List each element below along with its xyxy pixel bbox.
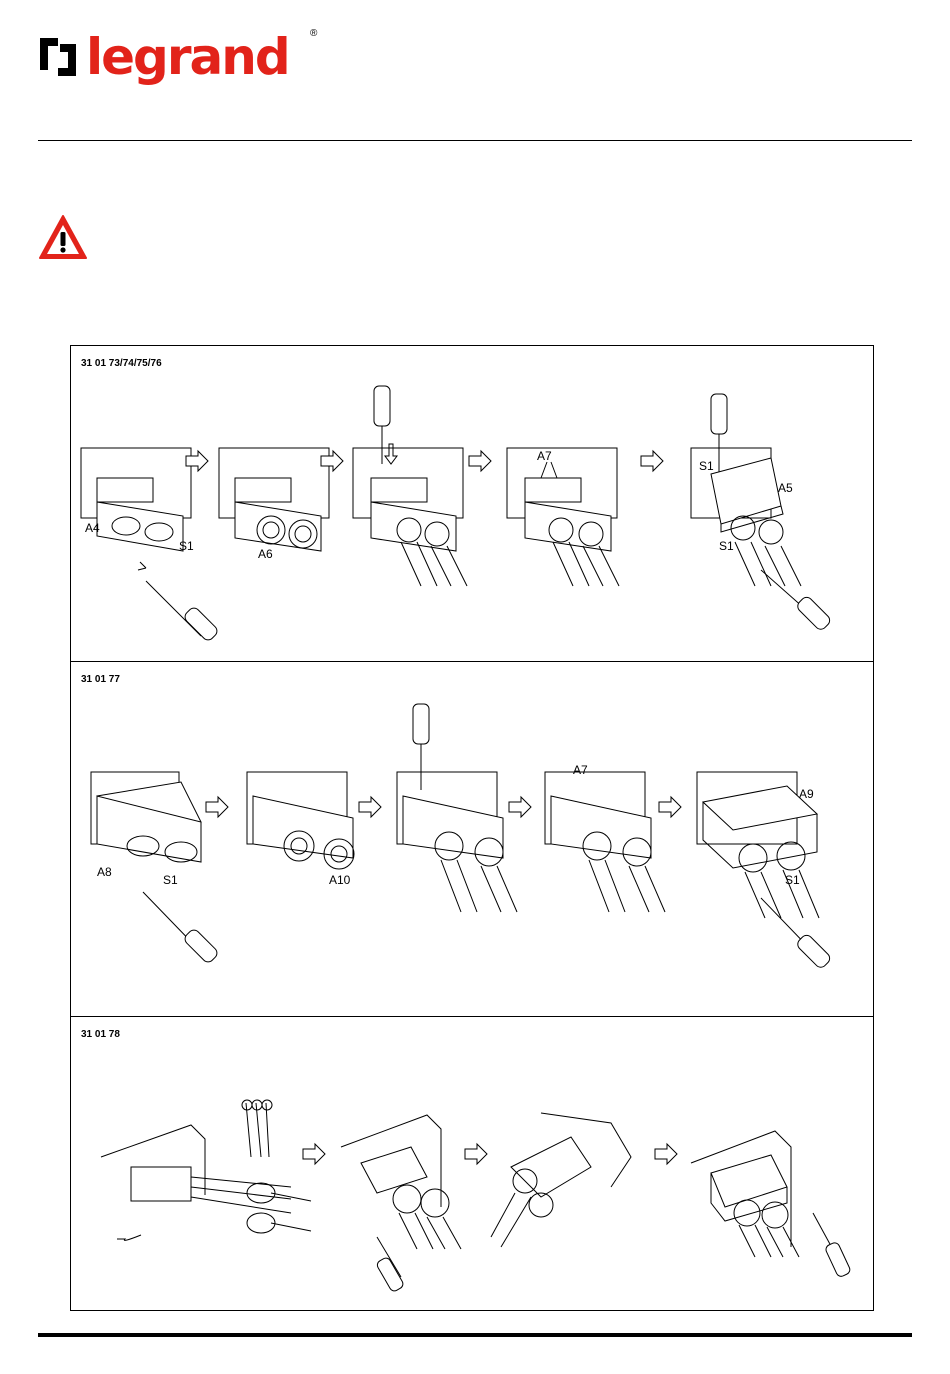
step-2-drawing [247,772,354,869]
section-310173-76: 31 01 73/74/75/76 [71,346,873,661]
warning-triangle-icon [38,213,88,261]
step-3-drawing [397,704,517,912]
step-4-drawing [691,1131,851,1278]
assembly-steps-illustration [71,1017,873,1310]
footer-divider [38,1333,912,1337]
section-310177: 31 01 77 [71,661,873,1016]
brand-name: legrand [86,32,289,82]
label-a7: A7 [573,763,588,777]
step-1-drawing [81,448,219,642]
label-s1-right: S1 [785,873,800,887]
section-310178: 31 01 78 [71,1016,873,1310]
step-4-drawing [545,772,665,912]
label-a8: A8 [97,865,112,879]
label-a10: A10 [329,873,351,887]
step-5-drawing [697,772,832,970]
label-s1: S1 [163,873,178,887]
registered-mark: ® [310,28,317,39]
label-a9: A9 [799,787,814,801]
label-a5: A5 [778,481,793,495]
legrand-logo-mark-icon [38,34,78,80]
label-a7: A7 [537,449,552,463]
step-3-drawing [353,386,467,586]
label-s1-top: S1 [699,459,714,473]
assembly-steps-illustration: A4 S1 A6 A7 S1 A5 S1 [71,346,873,660]
step-3-drawing [491,1113,631,1247]
header-divider [38,140,912,141]
step-5-drawing [691,394,832,632]
step-4-drawing [507,448,619,586]
assembly-instructions-frame: 31 01 73/74/75/76 [70,345,874,1311]
brand-logo: legrand ® [38,26,289,88]
label-s1: S1 [179,539,194,553]
step-2-drawing [219,448,329,551]
label-a4: A4 [85,521,100,535]
label-s1-bottom: S1 [719,539,734,553]
step-arrows [303,1144,677,1164]
step-2-drawing [341,1115,461,1293]
label-a6: A6 [258,547,273,561]
assembly-steps-illustration: A8 S1 A10 A7 A9 S1 [71,662,873,1016]
step-1-drawing [101,1100,311,1240]
